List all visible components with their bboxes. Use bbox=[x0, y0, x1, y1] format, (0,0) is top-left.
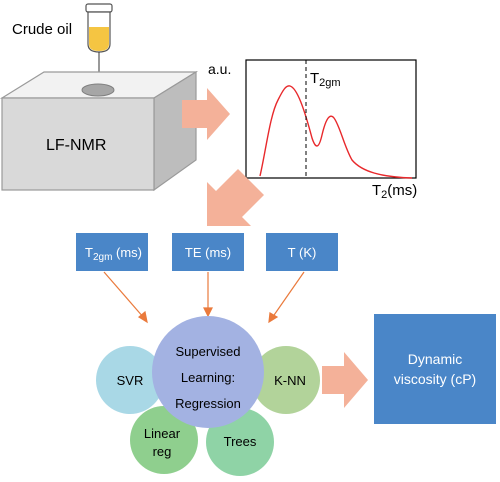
linear-reg-label-line1: Linear bbox=[144, 426, 181, 441]
center-label-line3: Regression bbox=[175, 396, 241, 411]
feature-box-te bbox=[172, 233, 244, 271]
crude-oil-label: Crude oil bbox=[12, 21, 72, 38]
feature-te-label: TE (ms) bbox=[185, 245, 231, 260]
feature-box-t2gm bbox=[76, 233, 148, 271]
t2gm-marker-label: T2gm bbox=[310, 70, 341, 89]
output-box bbox=[374, 314, 496, 424]
center-label-line2: Learning: bbox=[181, 370, 235, 385]
feature-t2gm-label: T2gm (ms) bbox=[85, 245, 142, 263]
output-label-line2: viscosity (cP) bbox=[394, 371, 476, 387]
arrow-to-output bbox=[322, 352, 368, 408]
circle-svr bbox=[96, 346, 164, 414]
y-axis-label: a.u. bbox=[208, 61, 231, 77]
test-tube-icon bbox=[85, 3, 113, 84]
center-label-line1: Supervised bbox=[175, 344, 240, 359]
trees-label: Trees bbox=[224, 434, 257, 449]
circle-supervised-learning bbox=[152, 316, 264, 428]
arrow-to-spectrum bbox=[182, 88, 230, 140]
knn-label: K-NN bbox=[274, 373, 306, 388]
feature-temp-label: T (K) bbox=[288, 245, 317, 260]
t2-spectrum-plot bbox=[245, 59, 417, 179]
arrow-to-features bbox=[207, 169, 264, 226]
linear-reg-label-line2: reg bbox=[153, 444, 172, 459]
feature-box-temp bbox=[266, 233, 338, 271]
feature-arrows bbox=[103, 271, 305, 324]
instrument-label: LF-NMR bbox=[46, 137, 106, 154]
output-label-line1: Dynamic bbox=[408, 351, 462, 367]
circle-knn bbox=[252, 346, 320, 414]
svr-label: SVR bbox=[117, 373, 144, 388]
circle-linear-reg bbox=[130, 406, 198, 474]
x-axis-label: T2(ms) bbox=[372, 182, 417, 201]
lf-nmr-instrument bbox=[0, 70, 199, 192]
